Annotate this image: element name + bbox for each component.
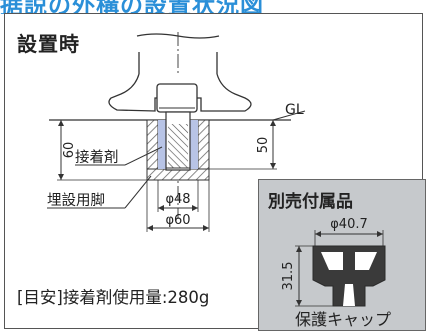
accessory-panel: 別売付属品 φ40.7 31.5 保護キャップ [258,179,426,331]
buried-leg-bottom [146,168,210,181]
buried-leg-label: 埋設用脚 [47,192,105,209]
header-title: 据説の外構の設置状況図 [0,0,264,14]
header-band: 据説の外構の設置状況図 [0,0,429,14]
installation-diagram: 60 50 GL 接着剤 埋設用脚 φ48 φ60 [47,32,306,232]
accessory-title: 別売付属品 [268,192,353,212]
install-diagram-frame: 設置時 [4,13,423,329]
cap-dia-label: φ40.7 [330,217,368,232]
install-title: 設置時 [17,32,80,56]
cap-height-label: 31.5 [281,262,296,291]
cap-slot-left [321,252,343,270]
dim-48-label: φ48 [165,192,190,207]
dim-60-label: 60 [62,142,77,159]
dim-60-dia-label: φ60 [165,213,190,228]
gl-label: GL [285,102,304,118]
adhesive-label: 接着剤 [75,149,119,166]
protective-cap-diagram: φ40.7 31.5 [281,217,386,307]
cap-slot-right [355,252,377,270]
accessory-caption: 保護キャップ [295,310,392,329]
adhesive-usage-note: [目安]接着剤使用量:280g [17,288,210,307]
cap-center-slot [343,284,355,306]
post-outline [136,33,220,39]
dim-50-label: 50 [256,137,271,154]
